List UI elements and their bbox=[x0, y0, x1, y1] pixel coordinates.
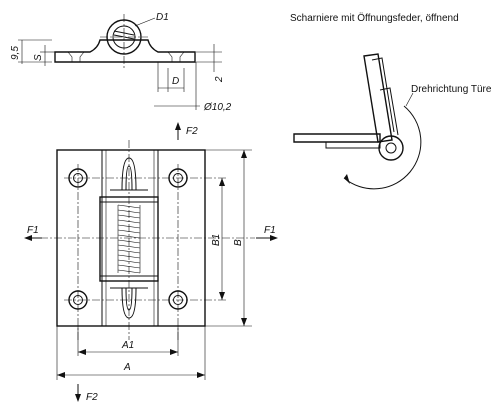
force-arrow-f1-left: F1 bbox=[24, 225, 42, 241]
dim-b: B bbox=[233, 239, 244, 246]
dim-d: D bbox=[172, 76, 179, 87]
svg-text:F1: F1 bbox=[27, 225, 39, 236]
force-arrow-f1-right: F1 bbox=[256, 225, 278, 241]
dim-a1: A1 bbox=[121, 340, 134, 351]
svg-text:F1: F1 bbox=[264, 225, 276, 236]
dim-9-5: 9,5 bbox=[10, 46, 21, 60]
rotation-label: Drehrichtung Türe bbox=[411, 84, 492, 95]
dim-phi10: Ø10,2 bbox=[203, 102, 232, 113]
force-arrow-f2-top: F2 bbox=[175, 122, 198, 140]
opening-view: Scharniere mit Öffnungsfeder, öffnend Dr… bbox=[290, 12, 492, 190]
dim-b1: B1 bbox=[211, 234, 222, 246]
side-view: D1 9,5 S D Ø10,2 2 bbox=[10, 12, 232, 113]
svg-text:F2: F2 bbox=[86, 392, 98, 403]
caption-text: Scharniere mit Öffnungsfeder, öffnend bbox=[290, 12, 459, 24]
svg-text:F2: F2 bbox=[186, 126, 198, 137]
dim-d1: D1 bbox=[156, 12, 169, 23]
dim-s: S bbox=[33, 54, 44, 61]
front-view: B1 B A1 A F2 F1 bbox=[24, 122, 278, 403]
dim-2: 2 bbox=[214, 76, 225, 83]
force-arrow-f2-bottom: F2 bbox=[75, 384, 98, 403]
dim-a: A bbox=[123, 362, 131, 373]
